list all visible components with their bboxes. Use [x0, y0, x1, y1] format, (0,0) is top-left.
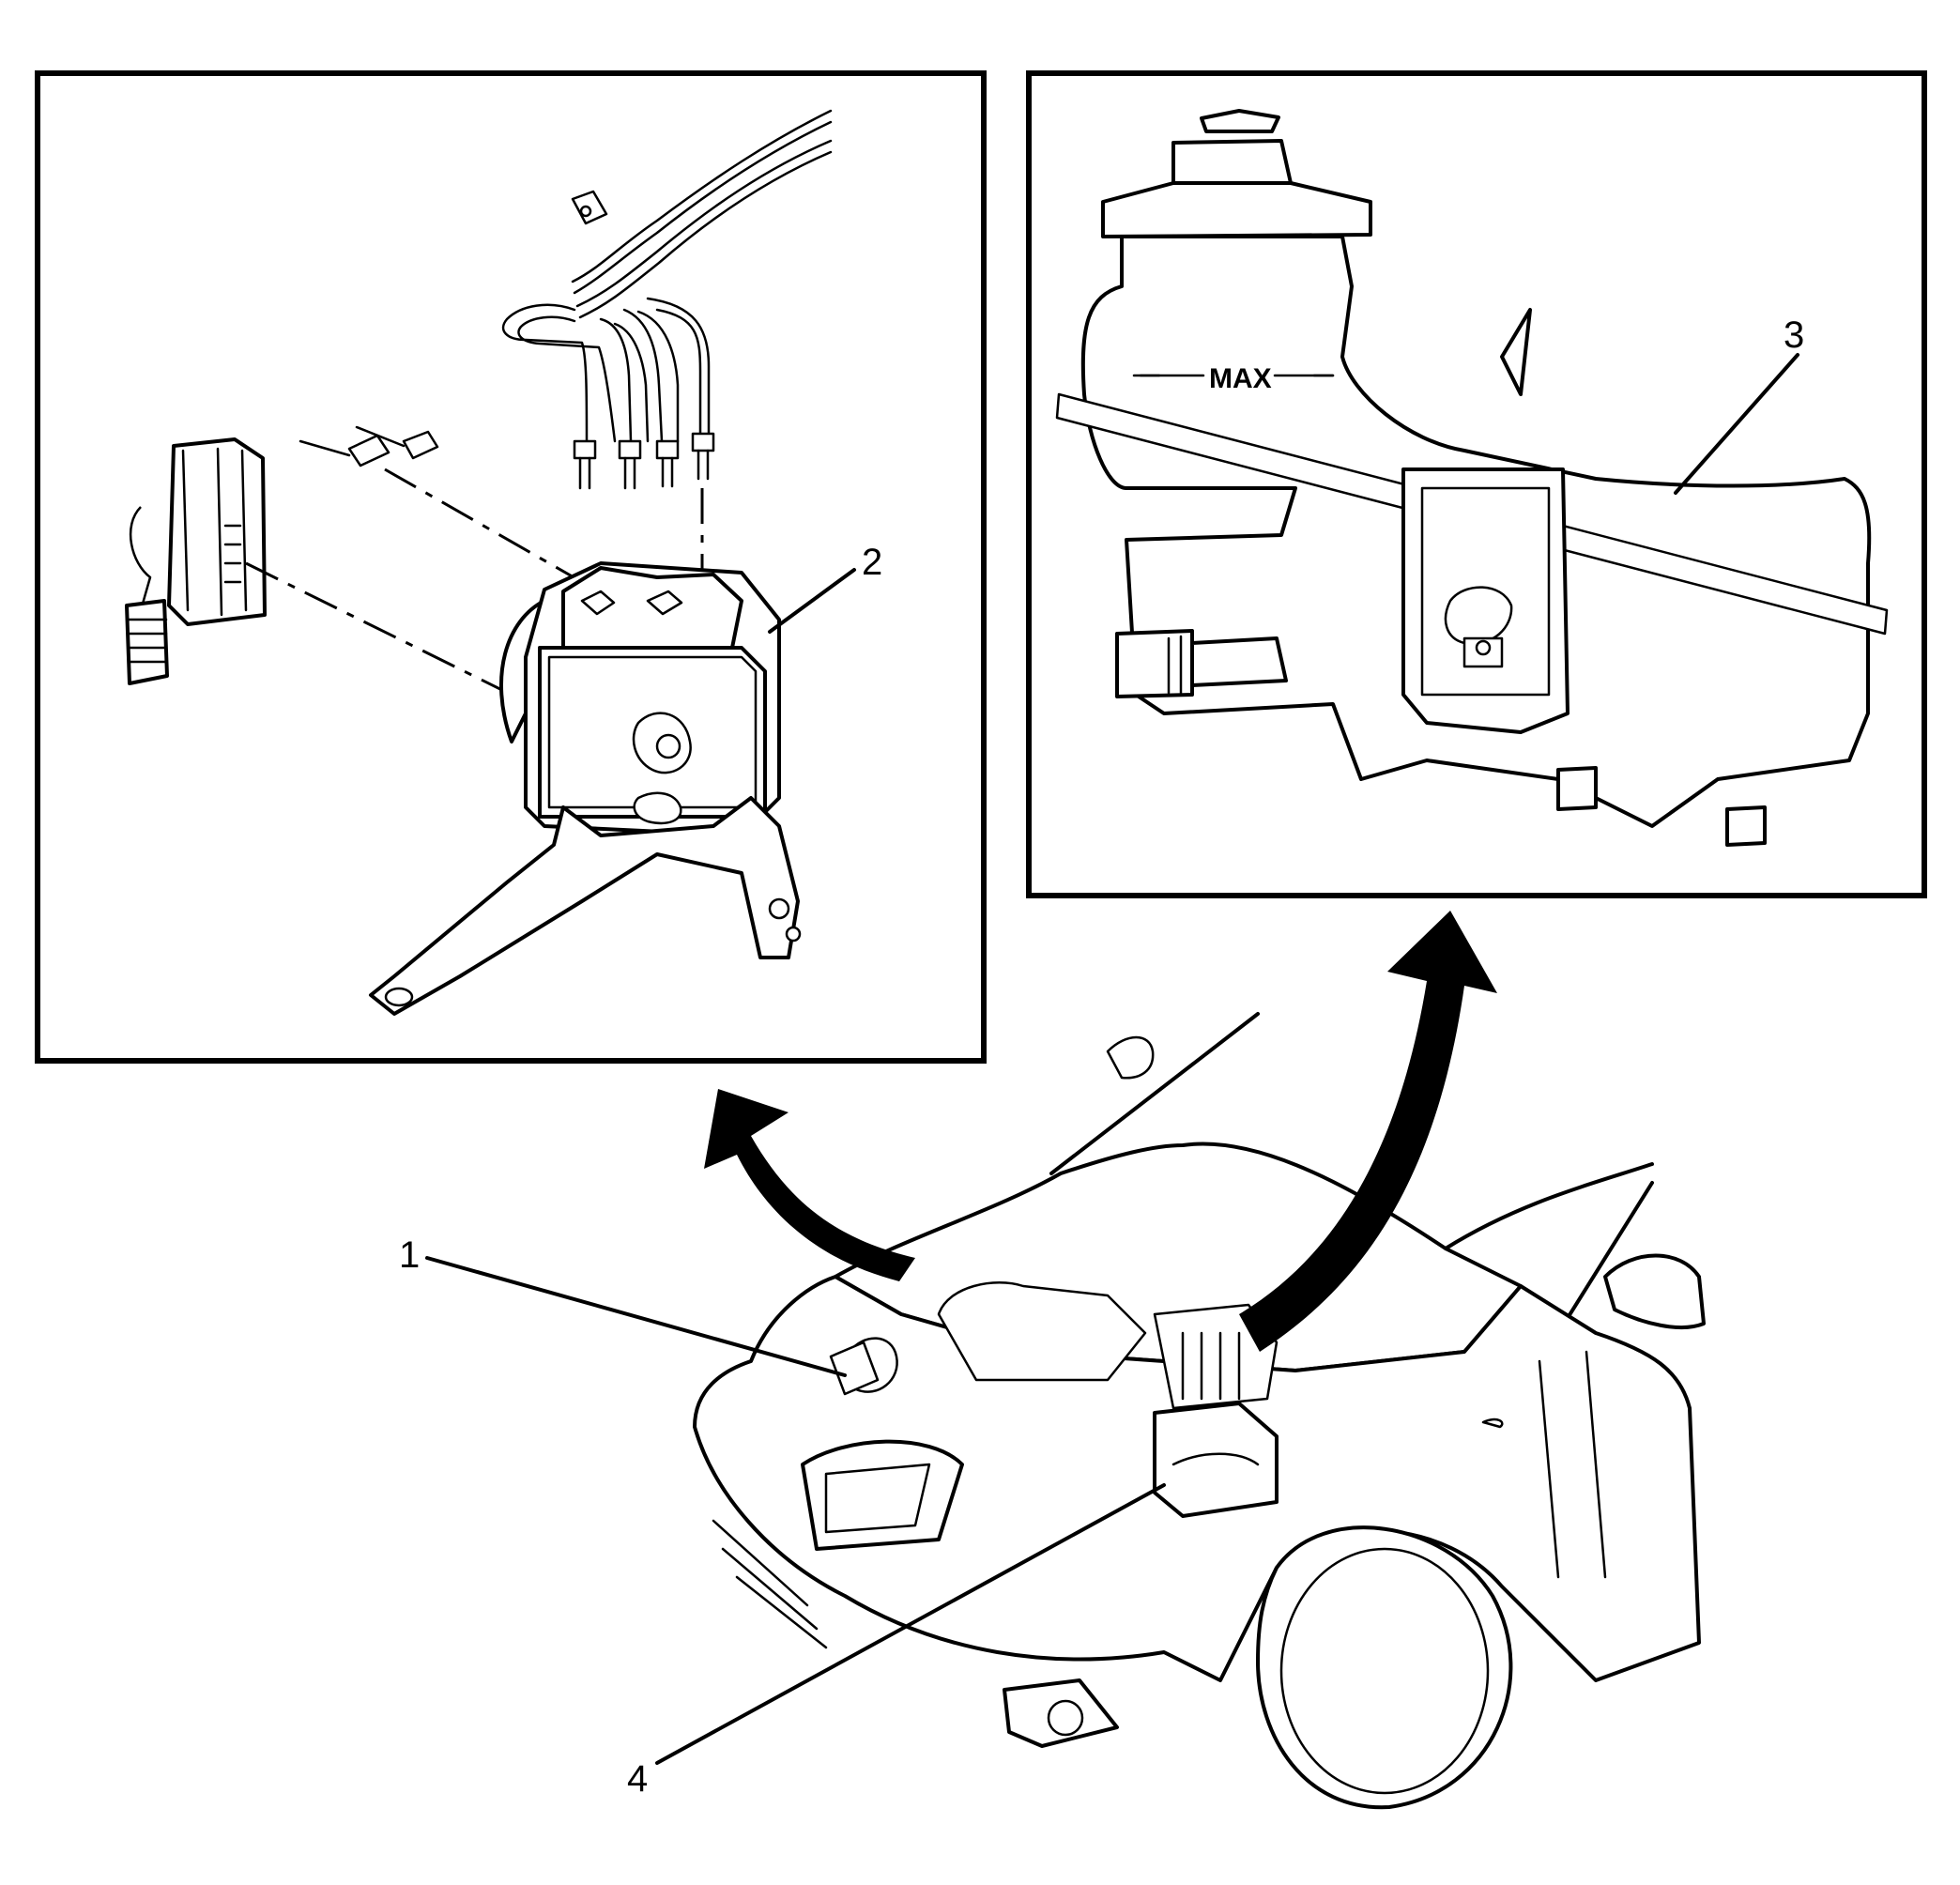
- callout-4-leader: [655, 1483, 1166, 1765]
- arrow-to-left-inset: [704, 1089, 915, 1281]
- vehicle-front-view: 1 4: [399, 911, 1706, 1810]
- callout-1-label: 1: [399, 1234, 420, 1276]
- mounting-bracket: [369, 791, 802, 1016]
- callout-4-label: 4: [627, 1758, 648, 1800]
- reservoir-cap: [1101, 109, 1372, 238]
- callout-2-leader: [768, 568, 856, 634]
- arrow-to-right-inset: [1239, 911, 1497, 1352]
- callout-3-label: 3: [1784, 314, 1804, 356]
- sensor-plugs: [299, 425, 704, 584]
- left-inset-abs-module: 2: [35, 70, 987, 1064]
- abs-modulator: [499, 561, 781, 837]
- max-label: MAX: [1209, 363, 1272, 394]
- callout-3-leader: [1674, 353, 1799, 495]
- callout-2-label: 2: [862, 542, 882, 583]
- reservoir-tank: MAX: [1055, 235, 1889, 847]
- callout-1-leader: [425, 1256, 847, 1377]
- harness-connector: [125, 437, 522, 701]
- right-inset-reservoir: MAX 3: [1026, 70, 1927, 898]
- brake-pipes: [501, 109, 833, 490]
